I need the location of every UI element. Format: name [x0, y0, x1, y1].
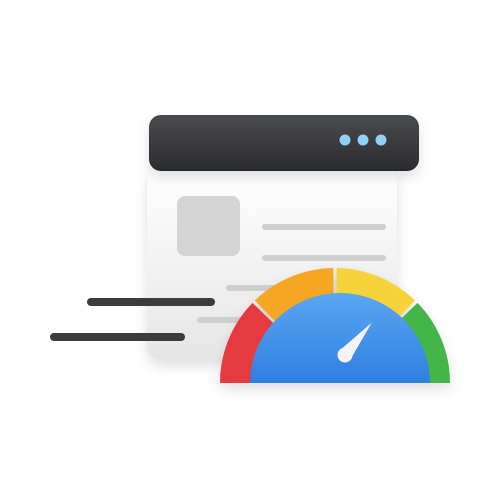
text-line — [262, 255, 386, 261]
gauge-segment-red — [220, 302, 278, 383]
motion-lines-icon — [50, 298, 215, 341]
window-dot-icon — [375, 134, 387, 146]
motion-line — [87, 298, 215, 306]
window-titlebar — [149, 115, 419, 171]
needle-hub — [337, 347, 353, 363]
gauge-face — [250, 293, 430, 383]
window-dot-icon — [339, 134, 351, 146]
window-dot-icon — [357, 134, 369, 146]
motion-line — [50, 333, 185, 341]
image-placeholder-icon — [177, 196, 240, 256]
gauge-segment-orange — [254, 268, 334, 326]
text-line — [262, 224, 386, 230]
gauge-segment-yellow — [336, 268, 416, 326]
window-control-dots — [339, 134, 387, 146]
speedometer-icon — [220, 268, 450, 383]
gauge-needle — [337, 322, 372, 363]
